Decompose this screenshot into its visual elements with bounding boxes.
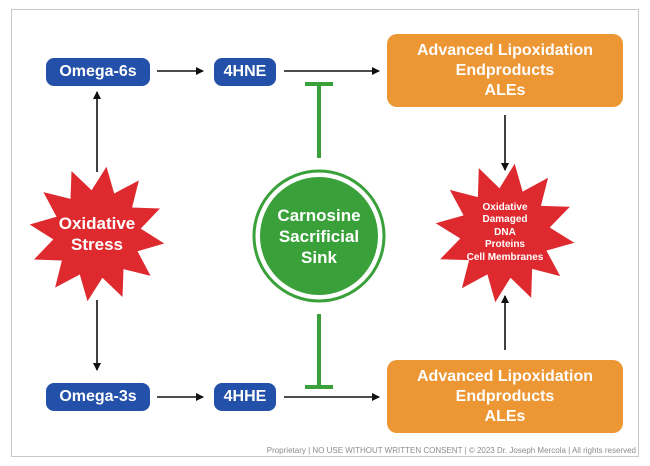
ale-top-line3: ALEs <box>484 81 526 99</box>
damage-line1: Oxidative <box>482 201 528 213</box>
oxidative-stress-line2: Stress <box>71 235 123 254</box>
omega3-node: Omega-3s <box>46 383 150 411</box>
ale-top-line2: Endproducts <box>455 61 555 79</box>
damage-label: Oxidative Damaged DNA Proteins Cell Memb… <box>450 200 560 266</box>
ale-top-line1: Advanced Lipoxidation <box>416 41 593 59</box>
ale-bottom-line1: Advanced Lipoxidation <box>416 367 593 385</box>
damage-line4: Proteins <box>484 239 525 251</box>
oxidative-stress-label: Oxidative Stress <box>47 206 147 262</box>
damage-line3: DNA <box>494 226 516 238</box>
carnosine-line2: Sacrificial <box>278 226 360 246</box>
ale-bottom-node: Advanced Lipoxidation Endproducts ALEs <box>387 360 623 433</box>
ale-top-node: Advanced Lipoxidation Endproducts ALEs <box>387 34 623 107</box>
damage-star <box>435 163 575 303</box>
ale-bottom-line2: Endproducts <box>455 387 555 405</box>
4hhe-node: 4HHE <box>214 383 276 411</box>
oxidative-stress-line1: Oxidative <box>58 214 136 233</box>
damage-line5: Cell Membranes <box>466 251 544 263</box>
carnosine-line3: Sink <box>301 247 337 267</box>
oxidative-stress-star <box>29 166 165 302</box>
carnosine-line1: Carnosine <box>277 205 361 225</box>
carnosine-inner-circle <box>260 177 378 295</box>
carnosine-outer-ring <box>252 169 386 303</box>
carnosine-label: Carnosine Sacrificial Sink <box>262 202 376 270</box>
4hne-node: 4HNE <box>214 58 276 86</box>
damage-line2: Damaged <box>482 214 528 226</box>
omega6-node: Omega-6s <box>46 58 150 86</box>
diagram-frame <box>11 9 639 457</box>
copyright-footer: Proprietary | NO USE WITHOUT WRITTEN CON… <box>266 446 636 455</box>
ale-bottom-line3: ALEs <box>484 407 526 425</box>
